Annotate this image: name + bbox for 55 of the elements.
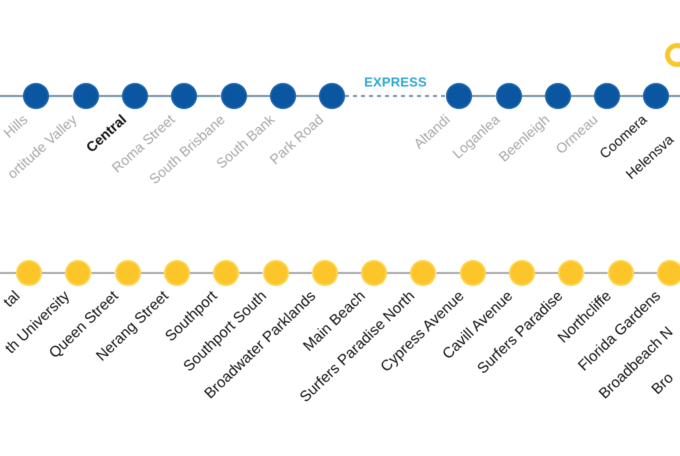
station-dot (643, 83, 669, 109)
track-line (472, 95, 496, 97)
station-dot (72, 83, 98, 109)
station-dot (509, 260, 535, 286)
station-dot (312, 260, 338, 286)
track-line (0, 95, 23, 97)
track-line (148, 95, 171, 97)
track-line (190, 272, 214, 274)
track-line (140, 272, 164, 274)
station-dot (122, 83, 148, 109)
station-dot (319, 83, 345, 109)
station-dot (16, 260, 42, 286)
station-dot (65, 260, 92, 286)
station-dot (114, 260, 141, 286)
station-dot (410, 260, 436, 286)
track-line (239, 272, 262, 274)
station-dot (220, 83, 246, 109)
dashed-track-line (345, 95, 446, 97)
track-line (197, 95, 220, 97)
station-dot (270, 83, 296, 109)
track-line (522, 95, 545, 97)
station-dot (594, 83, 620, 109)
station-dot (164, 260, 190, 286)
track-line (486, 272, 509, 274)
track-line (288, 272, 312, 274)
station-dot (262, 260, 288, 286)
track-line (338, 272, 362, 274)
edge-label: EXPRESS (362, 74, 429, 90)
track-line (49, 95, 72, 97)
track-line (91, 272, 115, 274)
station-dot (496, 83, 522, 109)
track-line (296, 95, 319, 97)
track-line (98, 95, 122, 97)
track-line (0, 272, 16, 274)
station-dot (446, 83, 472, 109)
track-line (42, 272, 66, 274)
track-line (669, 95, 680, 97)
station-dot (558, 260, 584, 286)
track-line (571, 95, 594, 97)
station-dot (171, 83, 197, 109)
station-name: Hills (0, 110, 31, 141)
track-line (620, 95, 643, 97)
track-line (535, 272, 558, 274)
track-line (387, 272, 410, 274)
station-dot (23, 83, 49, 109)
track-line (246, 95, 270, 97)
track-line (436, 272, 460, 274)
station-dot (656, 260, 680, 286)
station-dot (361, 260, 388, 286)
track-line (634, 272, 657, 274)
station-dot (460, 260, 486, 286)
station-dot (608, 260, 634, 286)
track-line (584, 272, 608, 274)
station-dot (213, 260, 240, 286)
station-dot (545, 83, 571, 109)
